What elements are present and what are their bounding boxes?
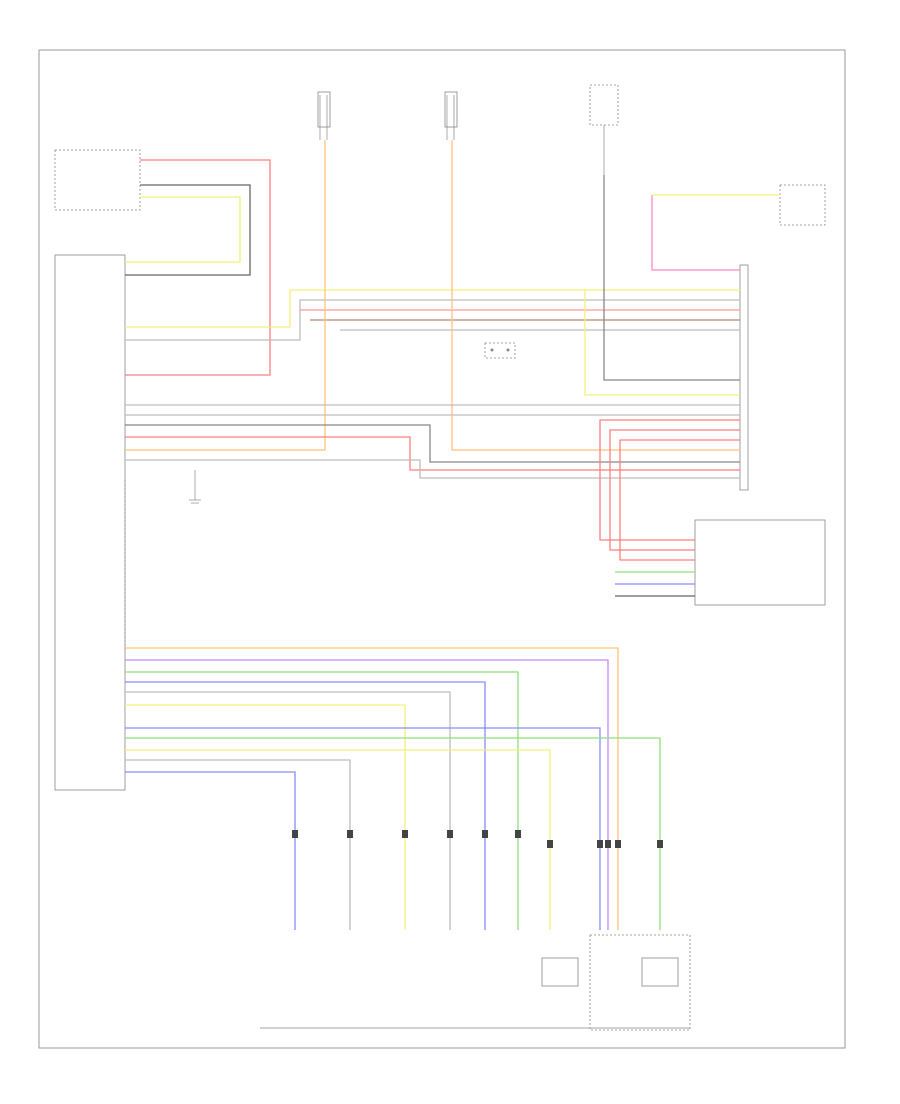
wire-pink-right-ecm	[651, 195, 740, 271]
wire-lower-yellow-2	[125, 749, 551, 930]
wire-lower-orange	[125, 647, 619, 930]
wire-yellow-upper-bus	[125, 289, 740, 328]
bottom-components	[260, 934, 691, 1031]
wire-orange-feed2	[451, 140, 740, 451]
ecm-right-connector	[779, 184, 826, 226]
tcm-right-connector	[739, 264, 749, 491]
tcm-module	[54, 254, 126, 791]
wire-red-cluster-3	[619, 439, 740, 561]
wire-lower-violet	[125, 659, 609, 930]
wire-lower-blue	[125, 681, 486, 930]
wire-orange-feed1	[125, 140, 326, 451]
wire-red-cluster-1	[599, 419, 740, 541]
wire-lower-green	[125, 671, 519, 930]
wire-red-cluster-2	[609, 429, 740, 551]
ground-symbol	[189, 470, 201, 504]
wire-lower-green-2	[125, 737, 661, 930]
inline-switch	[484, 342, 516, 359]
fuse-block-3	[589, 84, 619, 175]
wire-lower-yellow	[125, 704, 406, 930]
fuse-block-1	[317, 91, 331, 140]
fuse-block-2	[444, 91, 458, 140]
wire-dark-ecm	[125, 184, 251, 276]
wire-gray-upper-bus	[125, 299, 740, 341]
component-9-box	[641, 957, 679, 987]
transmission-box	[589, 934, 691, 1031]
component-connectors	[292, 830, 663, 848]
wire-bus-3	[125, 424, 740, 463]
wire-yellow-feed3	[584, 290, 740, 396]
ecm-top-connector	[54, 149, 141, 211]
diagram-frame	[38, 49, 846, 1049]
wire-lower-blue-2	[125, 727, 601, 930]
wire-lower-blue-3	[125, 771, 296, 930]
wire-lower-gray	[125, 691, 451, 930]
wire-lower-gray-2	[125, 759, 351, 930]
instrument-cluster	[694, 519, 826, 606]
component-7-box	[541, 957, 579, 987]
wire-red-ecm	[125, 159, 271, 376]
wire-bus-4	[125, 436, 740, 471]
wire-feed3	[603, 175, 740, 381]
wire-yellow-ecm	[125, 196, 241, 263]
wire-bus-5	[125, 459, 740, 479]
